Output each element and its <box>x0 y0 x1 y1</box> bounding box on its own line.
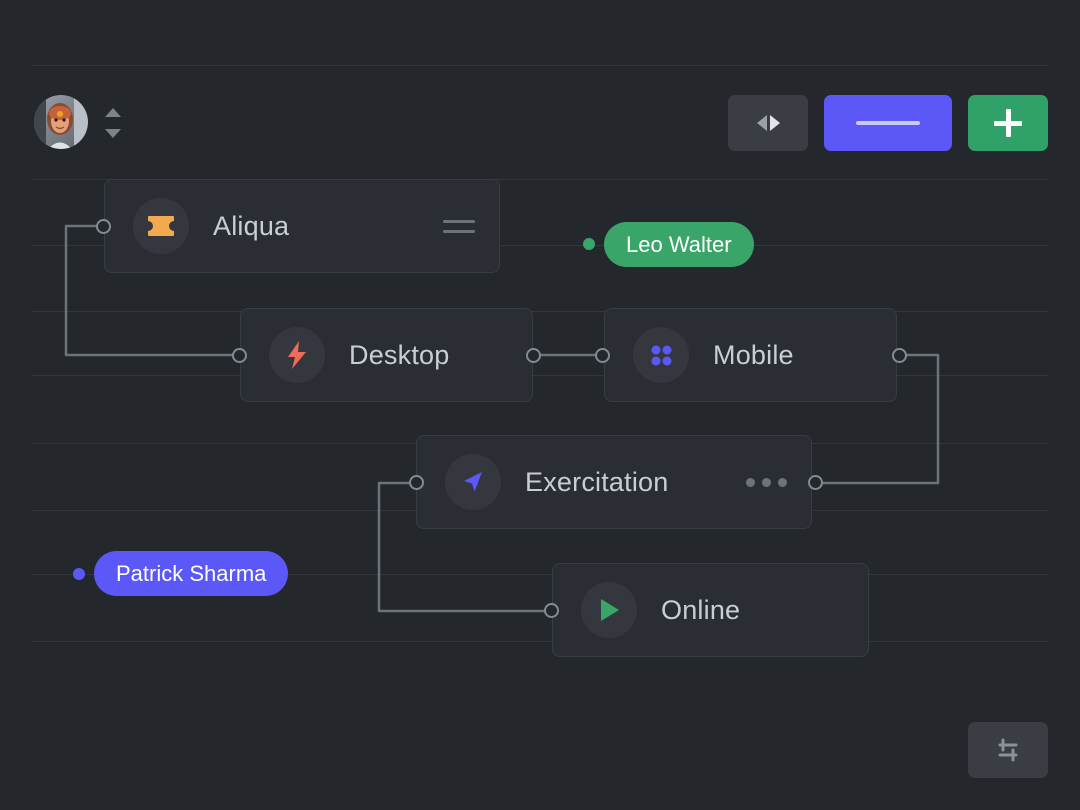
port-desktop-left[interactable] <box>232 348 247 363</box>
hamburger-menu-icon[interactable] <box>443 219 475 233</box>
chevron-down-icon <box>105 129 121 138</box>
node-label: Aliqua <box>213 210 290 241</box>
port-mobile-right[interactable] <box>892 348 907 363</box>
tag-leo-walter[interactable]: Leo Walter <box>604 222 754 267</box>
top-toolbar <box>0 88 1080 158</box>
left-right-arrows-icon <box>756 115 780 131</box>
sliders-icon <box>998 738 1018 762</box>
avatar-image <box>34 95 88 149</box>
avatar-photo-icon <box>34 95 88 149</box>
status-dot-leo <box>583 238 595 250</box>
node-label: Desktop <box>349 339 450 370</box>
add-button[interactable] <box>968 95 1048 151</box>
navigation-icon-glyph <box>464 472 482 492</box>
node-aliqua[interactable]: Aliqua <box>104 179 500 273</box>
grid-dots-icon <box>633 327 689 383</box>
status-dot-patrick <box>73 568 85 580</box>
ticket-icon <box>133 198 189 254</box>
node-exercitation[interactable]: Exercitation <box>416 435 812 529</box>
navigate-button[interactable] <box>728 95 808 151</box>
node-label: Mobile <box>713 339 794 370</box>
filter-settings-button[interactable] <box>968 722 1048 778</box>
port-exercitation-right[interactable] <box>808 475 823 490</box>
minus-icon <box>856 121 920 125</box>
port-aliqua-left[interactable] <box>96 219 111 234</box>
node-desktop[interactable]: Desktop <box>240 308 533 402</box>
collapse-button[interactable] <box>824 95 952 151</box>
play-icon <box>581 582 637 638</box>
sort-up-down-control[interactable] <box>102 108 124 138</box>
navigation-icon <box>445 454 501 510</box>
node-label: Exercitation <box>525 466 669 497</box>
more-options-icon[interactable] <box>746 477 787 487</box>
port-desktop-right[interactable] <box>526 348 541 363</box>
plus-icon <box>994 109 1022 137</box>
avatar[interactable] <box>34 95 88 149</box>
play-icon-glyph <box>601 599 619 621</box>
node-mobile[interactable]: Mobile <box>604 308 897 402</box>
node-online[interactable]: Online <box>552 563 869 657</box>
chevron-up-icon <box>105 108 121 117</box>
port-mobile-left[interactable] <box>595 348 610 363</box>
ticket-icon-glyph <box>148 216 174 236</box>
lightning-icon-glyph <box>288 341 306 369</box>
node-label: Online <box>661 594 741 625</box>
tag-patrick-sharma[interactable]: Patrick Sharma <box>94 551 289 596</box>
lightning-icon <box>269 327 325 383</box>
port-exercitation-left[interactable] <box>409 475 424 490</box>
grid-dots-icon-glyph <box>651 345 672 366</box>
port-online-left[interactable] <box>544 603 559 618</box>
